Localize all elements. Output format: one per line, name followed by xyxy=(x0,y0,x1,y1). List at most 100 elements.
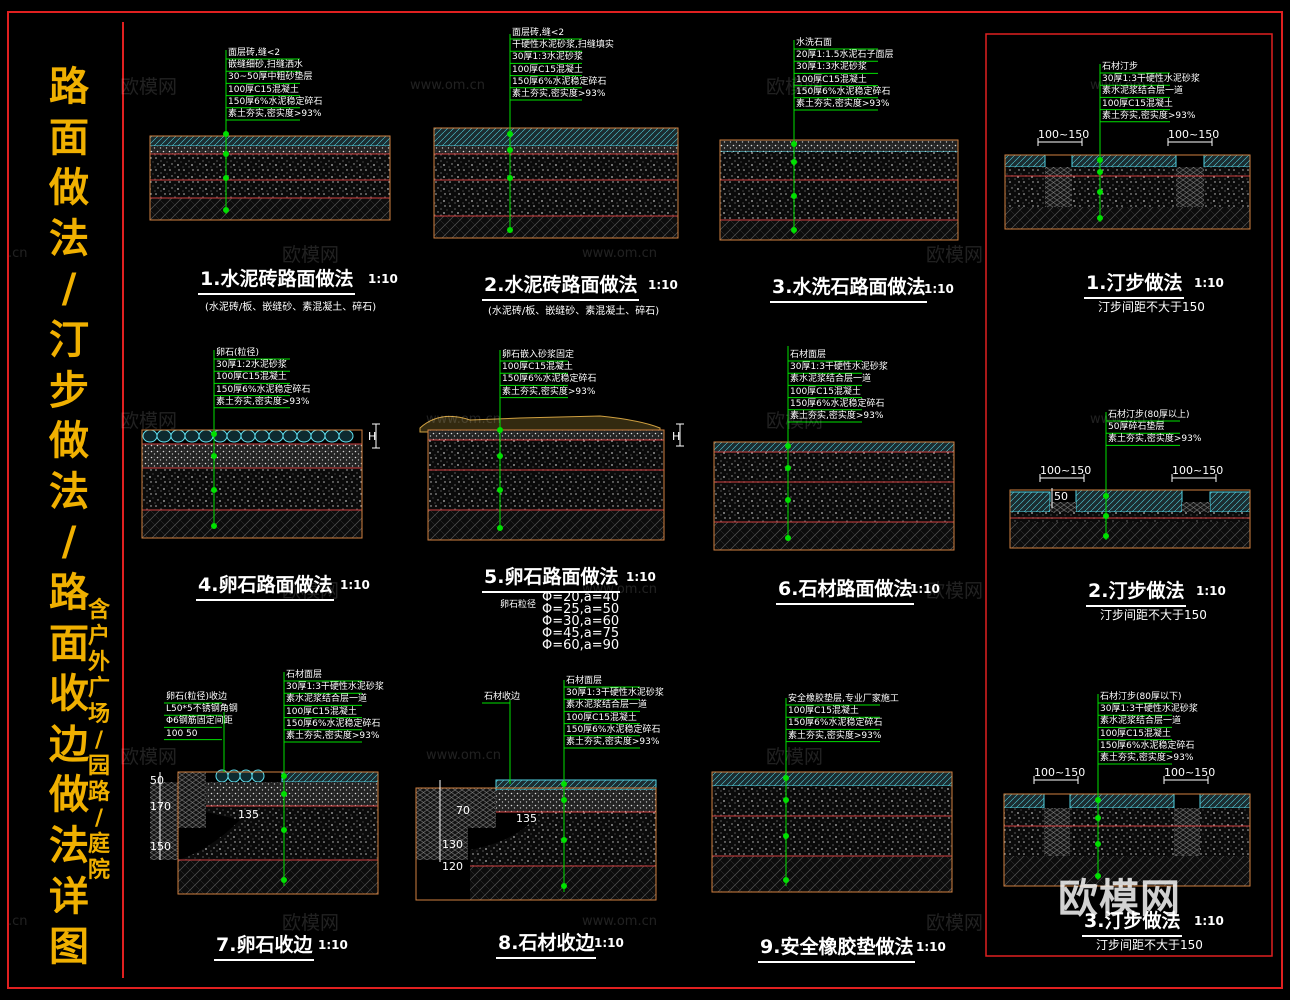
layer-note: 卵石(粒径) xyxy=(216,348,260,358)
dim-d7-c: 150 xyxy=(150,840,171,853)
side-title-char: / xyxy=(61,266,77,313)
scale-s3: 1:10 xyxy=(1194,914,1224,928)
layer-note: 嵌缝细砂,扫缝洒水 xyxy=(228,60,303,71)
pebble xyxy=(226,429,242,443)
pebble xyxy=(184,429,200,443)
layer-note: 素水泥浆结合层一道 xyxy=(286,694,368,705)
section-d5 xyxy=(419,415,665,541)
watermark: 欧模网 xyxy=(926,580,984,602)
side-title-char: 面 xyxy=(49,114,89,161)
side-subtitle-char: 场 xyxy=(87,702,110,727)
scale-d8: 1:10 xyxy=(594,936,624,950)
caption-s2: 2.汀步做法 xyxy=(1086,576,1187,607)
side-subtitle-char: 庭 xyxy=(87,832,110,857)
pebble-row xyxy=(142,429,354,443)
layer-note: 100 50 xyxy=(166,728,198,739)
dim-s2-left: 100~150 xyxy=(1040,464,1092,477)
layer-note: 30厚1:2水泥砂浆 xyxy=(216,360,287,371)
dim-d8-c: 120 xyxy=(442,860,463,873)
layer-note: 150厚6%水泥稳定碎石 xyxy=(216,384,311,395)
side-subtitle-char: 广 xyxy=(87,676,110,701)
section-s3 xyxy=(1003,793,1251,887)
caption-s3: 3.汀步做法 xyxy=(1082,906,1183,937)
layer-note: 150厚6%水泥稳定碎石 xyxy=(286,718,381,729)
layer-note: 素土夯实,密实度>93% xyxy=(216,396,310,407)
layer-note: 卵石嵌入砂浆固定 xyxy=(502,350,575,360)
side-subtitle-char: 园 xyxy=(87,754,110,779)
side-title-char: 路 xyxy=(49,569,89,616)
layer-note: 素土夯实,密实度>93% xyxy=(796,99,890,109)
layer-note: 150厚6%水泥稳定碎石 xyxy=(788,718,883,729)
pebble xyxy=(240,429,256,443)
layer-note: 100厚C15混凝土 xyxy=(788,706,859,717)
side-subtitle-char: 外 xyxy=(87,650,110,675)
layer-note: 水洗石面 xyxy=(796,38,833,48)
layer-note: L50*5不锈钢角钢 xyxy=(166,704,238,715)
layer-note: 素土夯实,密实度>93% xyxy=(788,730,882,741)
pebble-size-row: Φ=45,a=75 xyxy=(542,626,620,641)
watermark-url: www.om.cn xyxy=(582,582,657,597)
watermark: 欧模网 xyxy=(282,244,340,266)
layer-note: 素水泥浆结合层一道 xyxy=(1100,716,1182,727)
watermark: 欧模网 xyxy=(926,244,984,266)
pebble xyxy=(198,429,214,443)
note-s3: 汀步间距不大于150 xyxy=(1096,938,1203,952)
note-d1: (水泥砖/板、嵌缝砂、素混凝土、碎石) xyxy=(205,302,377,313)
caption-d5: 5.卵石路面做法 xyxy=(482,562,621,593)
watermark: 欧模网 xyxy=(120,76,178,98)
dim-s3-right: 100~150 xyxy=(1164,766,1216,779)
layer-note: 素水泥浆结合层一道 xyxy=(790,374,872,385)
dim-d8-b: 130 xyxy=(442,838,463,851)
layer-note: 30厚1:3干硬性水泥砂浆 xyxy=(1102,74,1200,85)
layer-note: 20厚1:1.5水泥石子面层 xyxy=(796,50,894,61)
layer-note: 150厚6%水泥稳定碎石 xyxy=(502,374,597,385)
layer-note: 100厚C15混凝土 xyxy=(790,386,861,397)
section-d7 xyxy=(150,769,379,895)
layer-note: 50厚碎石垫层 xyxy=(1108,422,1165,433)
scale-d6: 1:10 xyxy=(910,582,940,596)
watermark-logo: 欧模网 xyxy=(1058,876,1181,922)
pebble xyxy=(338,429,354,443)
dim-d7-b: 170 xyxy=(150,800,171,813)
dim-d5-height: H xyxy=(672,430,681,443)
side-subtitle-char: 院 xyxy=(87,858,110,883)
watermark: 欧模网 xyxy=(766,410,824,432)
layer-note: 150厚6%水泥稳定碎石 xyxy=(228,96,323,107)
side-title-char: 图 xyxy=(49,924,89,971)
layer-note: 素土夯实,密实度>93% xyxy=(512,89,606,99)
side-title-char: 面 xyxy=(49,620,89,667)
dim-s1-left: 100~150 xyxy=(1038,128,1090,141)
layer-note: 干硬性水泥砂浆,扫缝填实 xyxy=(512,40,614,51)
pebble-size-row: Φ=60,a=90 xyxy=(542,638,620,653)
layer-note: 面层砖,缝<2 xyxy=(228,48,281,58)
dimension-lines xyxy=(159,138,1217,862)
section-d1 xyxy=(149,135,391,221)
scale-d9: 1:10 xyxy=(916,940,946,954)
watermark: 欧模网 xyxy=(766,76,824,98)
watermark-url: www.om.cn xyxy=(410,78,485,93)
caption-d4: 4.卵石路面做法 xyxy=(196,570,335,601)
layer-note: 150厚6%水泥稳定碎石 xyxy=(512,76,607,87)
watermark-url: www.om.cn xyxy=(582,914,657,929)
section-d4 xyxy=(141,429,363,539)
layer-note: 100厚C15混凝土 xyxy=(1102,98,1173,109)
sheet-frame xyxy=(7,11,1283,989)
side-title-char: 做 xyxy=(49,418,89,465)
dim-s2-mid: 50 xyxy=(1054,490,1068,503)
side-title-char: 步 xyxy=(49,367,89,414)
side-subtitle-char: / xyxy=(94,728,104,753)
layer-note: 石材面层 xyxy=(790,350,827,360)
watermark: 欧模网 xyxy=(766,746,824,768)
layer-note: 100厚C15混凝土 xyxy=(502,362,573,373)
dim-d8-a: 70 xyxy=(456,804,470,817)
side-title-char: 法 xyxy=(49,468,89,515)
layer-note: 素土夯实,密实度>93% xyxy=(502,386,596,397)
layer-note: 150厚6%水泥稳定碎石 xyxy=(566,724,661,735)
side-title-char: 路 xyxy=(49,64,89,110)
section-d2 xyxy=(433,127,679,239)
layer-note: 150厚6%水泥稳定碎石 xyxy=(1100,740,1195,751)
scale-d7: 1:10 xyxy=(318,938,348,952)
caption-s1: 1.汀步做法 xyxy=(1084,268,1185,299)
dim-s1-right: 100~150 xyxy=(1168,128,1220,141)
watermark-url: www.om.cn xyxy=(426,748,501,763)
